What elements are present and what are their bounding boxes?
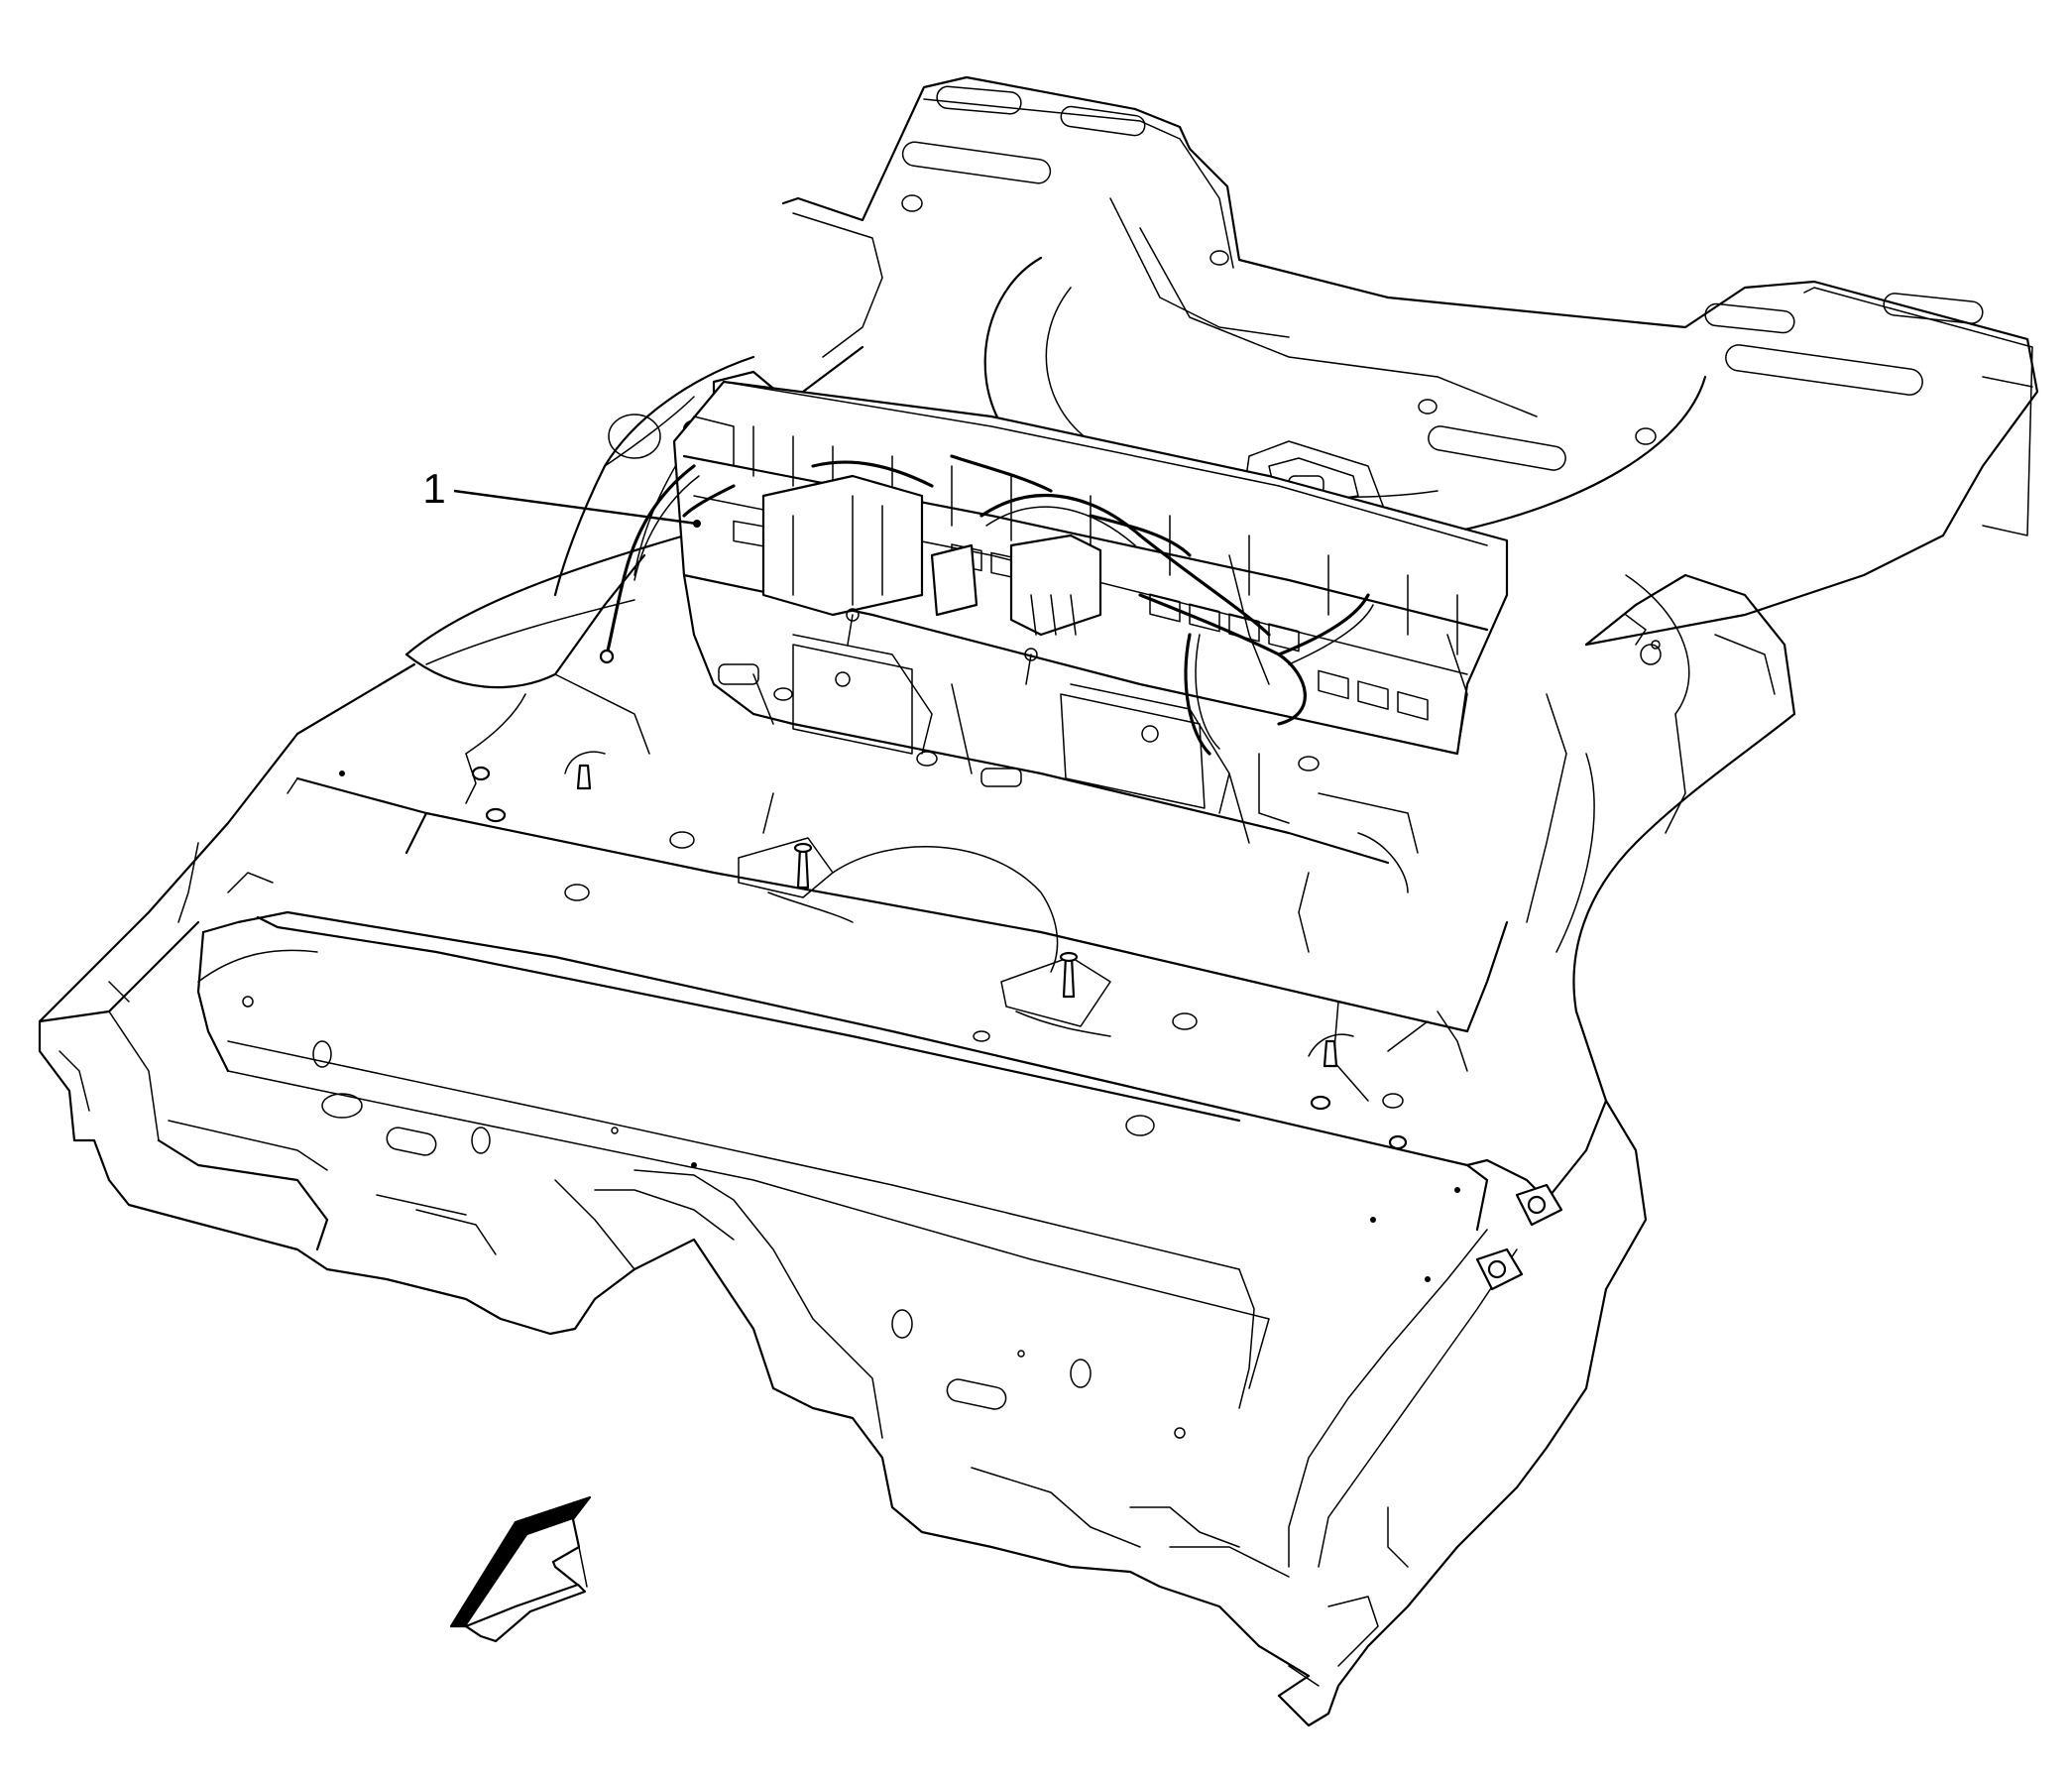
fuse-block-assembly	[599, 370, 1509, 893]
floor-studs	[564, 751, 1354, 1068]
callout-label: 1	[422, 465, 445, 512]
right-mount-brackets	[1475, 1183, 1563, 1291]
right-quarter-panel	[1526, 573, 1796, 1291]
floor-pan	[38, 662, 1608, 1727]
front-direction-arrow-icon	[449, 1495, 592, 1643]
callout-1: 1	[422, 465, 701, 528]
floor-holes	[339, 687, 1460, 1282]
crossmember-holes	[242, 996, 1186, 1439]
